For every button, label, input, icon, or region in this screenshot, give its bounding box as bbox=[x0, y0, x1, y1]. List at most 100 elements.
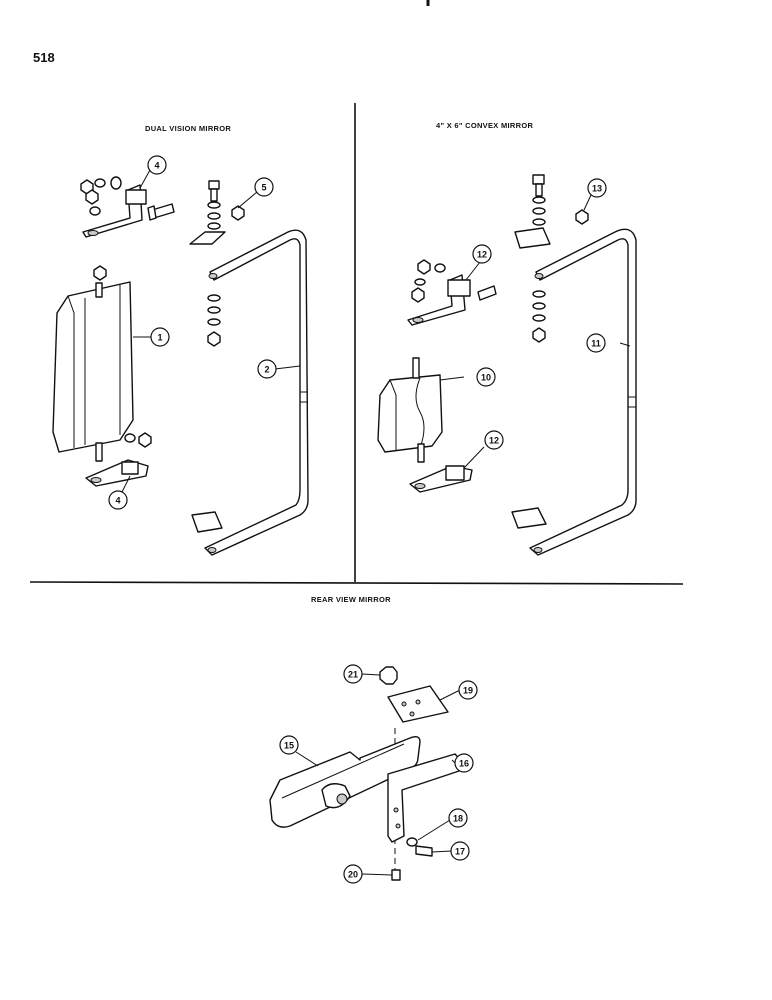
mirror-stud bbox=[95, 442, 103, 462]
callout-rear-20: 20 bbox=[343, 864, 363, 884]
callout-dual-4-bottom: 4 bbox=[108, 490, 128, 510]
callout-number: 1 bbox=[157, 333, 162, 343]
plate-hole bbox=[415, 699, 421, 705]
callout-rear-15: 15 bbox=[279, 735, 299, 755]
washer-part bbox=[207, 212, 221, 220]
bracket-hole bbox=[393, 807, 399, 813]
nut-part bbox=[411, 287, 425, 303]
plate-hole bbox=[409, 711, 415, 717]
washer-part bbox=[110, 176, 122, 190]
callout-rear-21: 21 bbox=[343, 664, 363, 684]
nut-part bbox=[207, 331, 221, 347]
bracket-clamp bbox=[447, 279, 471, 297]
callout-number: 15 bbox=[284, 741, 294, 751]
nut-part bbox=[231, 205, 245, 221]
nut-part bbox=[379, 666, 398, 685]
callout-rear-18: 18 bbox=[448, 808, 468, 828]
bracket-clamp bbox=[445, 465, 465, 481]
bolt-part bbox=[477, 285, 497, 301]
callout-number: 13 bbox=[592, 184, 602, 194]
callout-number: 10 bbox=[481, 373, 491, 383]
bracket-slot bbox=[412, 317, 424, 323]
dual-lower-washer-stack bbox=[207, 294, 221, 347]
washer-part bbox=[406, 837, 418, 847]
callout-number: 4 bbox=[115, 496, 120, 506]
callout-convex-12-top: 12 bbox=[472, 244, 492, 264]
leader-lines bbox=[121, 169, 631, 876]
mirror-ball bbox=[336, 793, 348, 805]
washer-part bbox=[434, 263, 446, 273]
bracket-slot bbox=[90, 477, 102, 483]
callout-dual-2: 2 bbox=[257, 359, 277, 379]
washer-part bbox=[414, 278, 426, 286]
lower-mount-plate bbox=[191, 511, 223, 533]
washer-part bbox=[532, 302, 546, 310]
rear-view-mirror-assembly bbox=[269, 666, 469, 881]
lower-mount-plate bbox=[511, 507, 547, 529]
screw-part bbox=[391, 869, 401, 881]
mirror-stud bbox=[95, 282, 103, 298]
washer-part bbox=[207, 222, 221, 230]
convex-lower-washer-stack bbox=[532, 290, 546, 343]
arm-hole bbox=[207, 547, 217, 553]
arm-tube bbox=[529, 228, 637, 556]
callout-number: 18 bbox=[453, 814, 463, 824]
callout-rear-19: 19 bbox=[458, 680, 478, 700]
washer-part bbox=[207, 294, 221, 302]
mirror-edge bbox=[415, 377, 425, 449]
rear-view-mirror-title: REAR VIEW MIRROR bbox=[311, 595, 391, 604]
mirror-body bbox=[377, 374, 443, 453]
callout-dual-5: 5 bbox=[254, 177, 274, 197]
convex-mirror-title: 4" X 6" CONVEX MIRROR bbox=[436, 121, 534, 130]
callout-number: 2 bbox=[264, 365, 269, 375]
bolt-head bbox=[147, 205, 157, 221]
nut-part bbox=[85, 189, 99, 205]
arm-hole bbox=[534, 273, 544, 279]
mirror-stud bbox=[417, 443, 425, 463]
mirror-stud bbox=[412, 357, 420, 379]
washer-part bbox=[532, 314, 546, 322]
nut-part bbox=[575, 209, 589, 225]
washer-part bbox=[532, 218, 546, 226]
rear-mirror-body bbox=[269, 735, 421, 828]
washer-part bbox=[207, 201, 221, 209]
callout-number: 5 bbox=[261, 183, 266, 193]
mirror-body bbox=[52, 281, 134, 453]
washer-part bbox=[207, 306, 221, 314]
callout-convex-10: 10 bbox=[476, 367, 496, 387]
convex-mirror-arm bbox=[511, 227, 637, 556]
callout-number: 19 bbox=[463, 686, 473, 696]
washer-part bbox=[94, 178, 106, 188]
callout-number: 12 bbox=[477, 250, 487, 260]
arm-hole bbox=[533, 547, 543, 553]
arm-hole bbox=[208, 273, 218, 279]
arm-mount-plate bbox=[514, 227, 551, 249]
horizontal-divider bbox=[29, 581, 684, 585]
callout-number: 4 bbox=[154, 161, 159, 171]
page-number: 518 bbox=[33, 50, 55, 65]
nut-part bbox=[138, 432, 152, 448]
arm-mount-plate bbox=[189, 231, 226, 245]
mirror-edge bbox=[281, 743, 405, 799]
washer-part bbox=[207, 318, 221, 326]
bracket-clamp bbox=[121, 461, 139, 475]
convex-upper-bracket-assembly bbox=[407, 259, 497, 326]
callout-number: 16 bbox=[459, 759, 469, 769]
dual-vision-mirror-title: DUAL VISION MIRROR bbox=[145, 124, 232, 133]
washer-part bbox=[89, 206, 101, 216]
callout-convex-11: 11 bbox=[586, 333, 606, 353]
callout-rear-17: 17 bbox=[450, 841, 470, 861]
bolt-shank bbox=[210, 188, 218, 202]
screw-part bbox=[415, 845, 433, 857]
nut-part bbox=[417, 259, 431, 275]
convex-mirror-head bbox=[377, 357, 443, 463]
callout-number: 21 bbox=[348, 670, 358, 680]
convex-bolt-stack bbox=[532, 174, 589, 226]
bracket-slot bbox=[87, 230, 99, 236]
mirror-edge bbox=[389, 379, 397, 450]
arm-tube bbox=[204, 229, 309, 556]
washer-part bbox=[532, 196, 546, 204]
mirror-edge bbox=[67, 295, 75, 448]
